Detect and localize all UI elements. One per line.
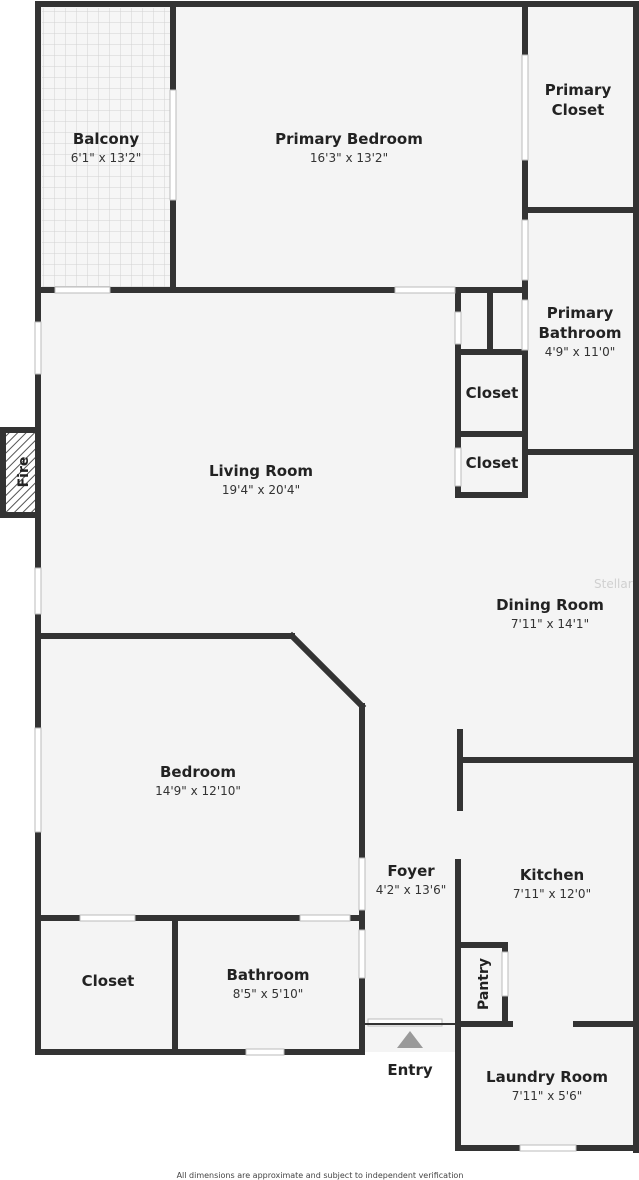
balcony-floor	[42, 8, 170, 288]
closet-upper-name: Closet	[466, 384, 519, 402]
balcony-dims: 6'1" x 13'2"	[71, 151, 142, 165]
dining-room-name: Dining Room	[496, 596, 604, 614]
laundry-room-dims: 7'11" x 5'6"	[512, 1089, 583, 1103]
living-room-dims: 19'4" x 20'4"	[222, 483, 300, 497]
primary-bedroom-dims: 16'3" x 13'2"	[310, 151, 388, 165]
bathroom-name: Bathroom	[226, 966, 309, 984]
primary-bathroom-name-1: Primary	[547, 304, 614, 322]
entry-label: Entry	[387, 1061, 432, 1079]
watermark: Stellar	[594, 577, 633, 591]
openings	[34, 54, 577, 1152]
disclaimer: All dimensions are approximate and subje…	[177, 1171, 464, 1180]
balcony-name: Balcony	[73, 130, 140, 148]
closet-bedroom-name: Closet	[82, 972, 135, 990]
primary-bathroom-dims: 4'9" x 11'0"	[545, 345, 616, 359]
pantry-name: Pantry	[476, 958, 492, 1010]
primary-bedroom-name: Primary Bedroom	[275, 130, 423, 148]
laundry-room-name: Laundry Room	[486, 1068, 608, 1086]
bathroom-dims: 8'5" x 5'10"	[233, 987, 304, 1001]
foyer-dims: 4'2" x 13'6"	[376, 883, 447, 897]
bedroom-dims: 14'9" x 12'10"	[155, 784, 241, 798]
kitchen-name: Kitchen	[520, 866, 584, 884]
living-room-name: Living Room	[209, 462, 313, 480]
fireplace	[0, 427, 41, 518]
closet-lower-name: Closet	[466, 454, 519, 472]
primary-closet-name-1: Primary	[545, 81, 612, 99]
primary-closet-name-2: Closet	[552, 101, 605, 119]
entry-arrow-icon	[397, 1031, 423, 1048]
fireplace-label: Fire	[16, 457, 32, 488]
dining-room-dims: 7'11" x 14'1"	[511, 617, 589, 631]
kitchen-dims: 7'11" x 12'0"	[513, 887, 591, 901]
bedroom-name: Bedroom	[160, 763, 236, 781]
primary-bathroom-name-2: Bathroom	[538, 324, 621, 342]
foyer-name: Foyer	[387, 862, 435, 880]
